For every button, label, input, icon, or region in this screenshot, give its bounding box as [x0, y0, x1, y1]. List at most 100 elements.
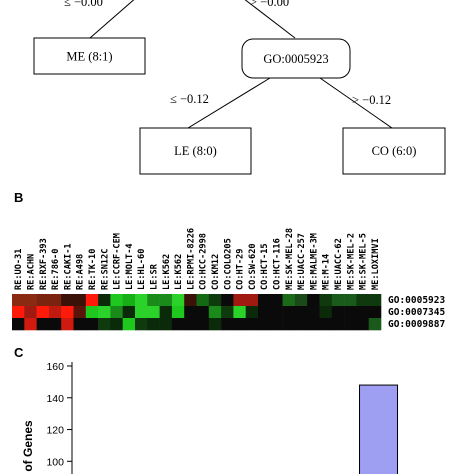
heatmap-cell — [159, 294, 173, 307]
bar — [359, 384, 399, 474]
heatmap-cell — [356, 294, 369, 307]
heatmap-cell — [98, 294, 111, 307]
heatmap-column-label: RE:SN12C — [100, 249, 110, 290]
leaf-le-box — [139, 127, 252, 175]
heatmap-cell — [135, 306, 148, 319]
heatmap-cell — [331, 318, 345, 331]
heatmap-cell — [73, 318, 87, 331]
heatmap-cell — [122, 306, 136, 319]
heatmap-cell — [61, 318, 74, 331]
edge-label-go-left: ≤ −0.12 — [170, 92, 209, 106]
heatmap-cell — [233, 294, 246, 307]
heatmap-cell — [245, 294, 259, 307]
heatmap-cell — [258, 294, 271, 307]
heatmap-column-label: LE:SR — [149, 263, 159, 290]
heatmap-column-label: RE:786-0 — [51, 249, 61, 290]
heatmap-column-label: LE:K562 — [174, 254, 184, 290]
heatmap-cell — [48, 306, 62, 319]
heatmap-column-label: CO:HCC-2998 — [199, 233, 209, 290]
heatmap-cell — [319, 306, 333, 319]
heatmap-cell — [258, 306, 271, 319]
heatmap-cell — [147, 294, 160, 307]
heatmap-cell — [110, 318, 123, 331]
heatmap-cell — [36, 306, 50, 319]
heatmap-cell — [221, 318, 234, 331]
heatmap-column-label: CO:KM12 — [211, 254, 221, 290]
heatmap-cell — [85, 318, 99, 331]
edge-go-co — [319, 77, 393, 129]
heatmap-cell — [208, 306, 222, 319]
heatmap-column-label: RE:UO-31 — [14, 249, 24, 290]
heatmap-cell — [159, 306, 173, 319]
heatmap-column-label: ME:SK-MEL-28 — [285, 228, 295, 290]
heatmap-cell — [331, 306, 345, 319]
heatmap-cell — [85, 294, 99, 307]
heatmap-cell — [98, 306, 111, 319]
heatmap-cell — [61, 306, 74, 319]
heatmap-cell — [331, 294, 345, 307]
heatmap-cell — [319, 318, 333, 331]
heatmap-column-label: CO:HCT-15 — [260, 243, 270, 290]
heatmap-cell — [294, 306, 308, 319]
heatmap-row-label: GO:0007345 — [388, 307, 445, 318]
heatmap-cell — [258, 318, 271, 331]
heatmap-cell — [184, 306, 197, 319]
heatmap-cell — [61, 294, 74, 307]
heatmap-cell — [270, 318, 283, 331]
heatmap-cell — [282, 294, 296, 307]
leaf-me-box — [33, 37, 146, 75]
chart-bars — [359, 384, 399, 474]
heatmap-cell — [122, 318, 136, 331]
heatmap-cell — [356, 306, 369, 319]
heatmap-cell — [24, 294, 37, 307]
heatmap-cell — [270, 294, 283, 307]
heatmap-cell — [110, 306, 123, 319]
heatmap-column-label: CO:HCT-116 — [272, 238, 282, 290]
edge-label-go-right: > −0.12 — [352, 93, 391, 107]
heatmap-cell — [221, 306, 234, 319]
y-axis-title: r of Genes — [21, 420, 35, 474]
heatmap-cell — [135, 318, 148, 331]
heatmap-cell — [171, 318, 185, 331]
heatmap-cell — [245, 318, 259, 331]
heatmap-column-label: CO:HT-29 — [236, 249, 246, 290]
edge-root-me — [89, 0, 135, 39]
heatmap-cell — [307, 318, 320, 331]
heatmap-cell — [319, 294, 333, 307]
heatmap-column-label: ME:SK-MEL-2 — [346, 233, 356, 290]
heatmap-cell — [208, 294, 222, 307]
heatmap-column-label: ME:UACC-62 — [334, 238, 344, 290]
heatmap-cell — [368, 294, 382, 307]
heatmap-cell — [344, 306, 357, 319]
edge-root-go — [244, 0, 296, 39]
decision-tree: ≤ −0.00 > −0.00 ME (8:1) GO:0005923 ≤ −0… — [33, 0, 446, 175]
heatmap-cell — [48, 318, 62, 331]
heatmap-cell — [36, 318, 50, 331]
heatmap-column-label: LE:RPMI-8226 — [186, 228, 196, 290]
leaf-co-label: CO (6:0) — [372, 144, 417, 158]
heatmap-cell — [184, 318, 197, 331]
heatmap-row-label: GO:0005923 — [388, 295, 445, 306]
heatmap-cells — [12, 294, 382, 331]
heatmap-column-label: LE:CCRF-CEM — [113, 233, 123, 290]
heatmap-cell — [368, 306, 382, 319]
heatmap-column-label: CO:SW-620 — [248, 243, 258, 290]
node-go-label: GO:0005923 — [263, 52, 328, 66]
heatmap-cell — [307, 294, 320, 307]
heatmap-cell — [196, 294, 210, 307]
y-tick-label: 140 — [46, 393, 64, 405]
heatmap-cell — [196, 318, 210, 331]
heatmap-cell — [270, 306, 283, 319]
y-tick-label: 100 — [46, 456, 64, 468]
heatmap-cell — [233, 306, 246, 319]
heatmap-column-label: ME:M-14 — [322, 254, 332, 290]
heatmap-cell — [110, 294, 123, 307]
heatmap-cell — [36, 294, 50, 307]
leaf-le-label: LE (8:0) — [174, 144, 217, 158]
heatmap-cell — [356, 318, 369, 331]
heatmap-column-label: ME:MALME-3M — [309, 233, 319, 290]
heatmap-cell — [159, 318, 173, 331]
